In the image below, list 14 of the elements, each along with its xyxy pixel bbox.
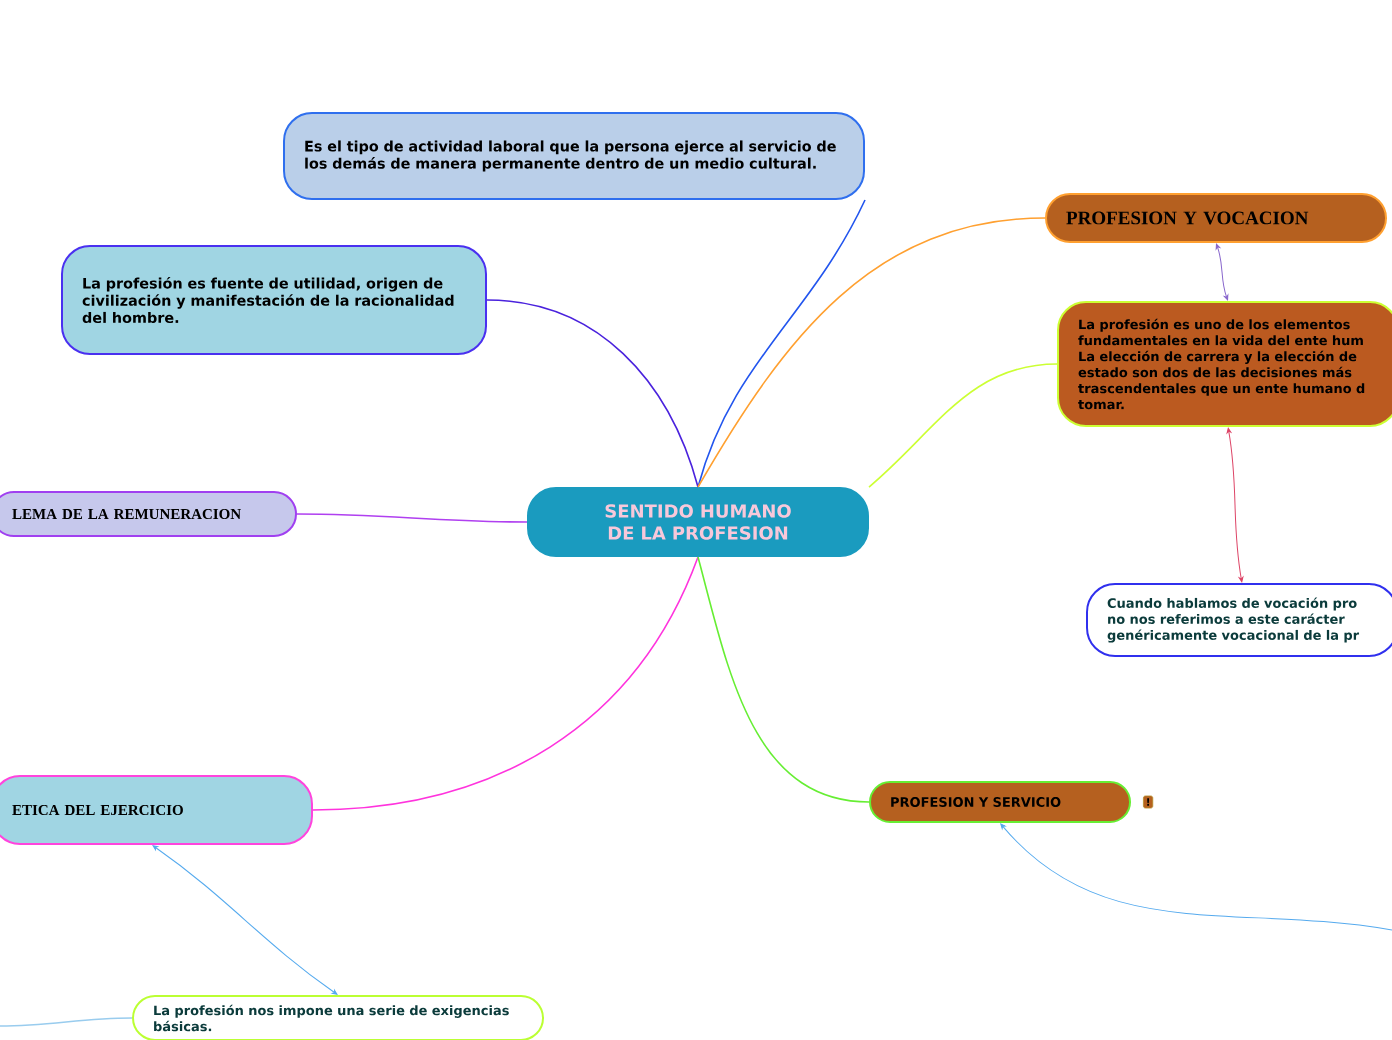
connector xyxy=(0,1017,133,1027)
arrow xyxy=(1000,823,1392,931)
connector xyxy=(296,513,528,523)
arrow xyxy=(1215,243,1229,301)
arrow xyxy=(152,845,338,995)
connector xyxy=(312,556,699,811)
connector xyxy=(486,299,699,488)
connector xyxy=(697,217,1046,488)
central-topic: SENTIDO HUMANO DE LA PROFESION xyxy=(527,487,869,557)
topic-box: PROFESION Y VOCACION xyxy=(1045,193,1387,243)
arrow xyxy=(1226,427,1244,583)
connector xyxy=(868,363,1058,488)
connector xyxy=(697,556,870,803)
connector xyxy=(697,199,866,488)
